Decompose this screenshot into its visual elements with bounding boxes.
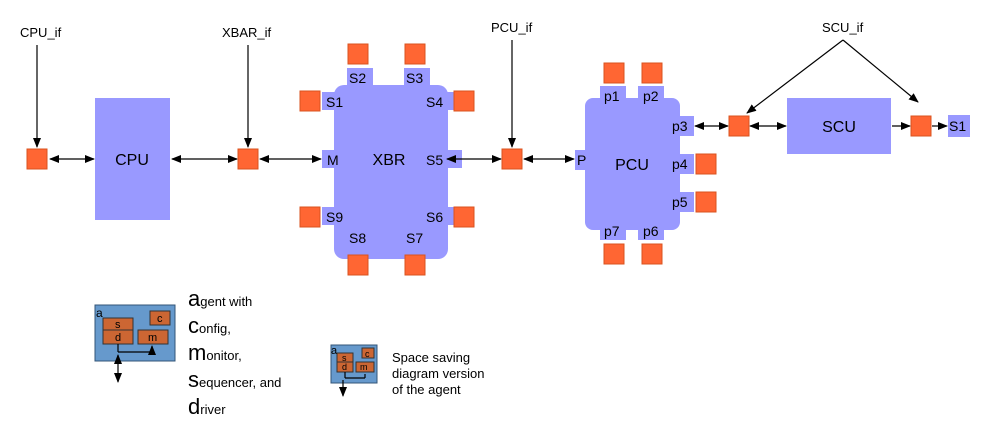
legend-rest-monitor: onitor, — [206, 348, 242, 363]
agent-icon — [728, 115, 750, 137]
legend-agent-a: a — [96, 306, 103, 320]
xbr-block — [322, 68, 462, 259]
xbr-port-s6: S6 — [426, 209, 443, 225]
legend-description: agent with config, monitor, sequencer, a… — [188, 288, 281, 423]
pcu-port-p5: p5 — [672, 194, 688, 210]
legend-note: Space saving diagram version of the agen… — [392, 350, 485, 397]
xbr-port-s1: S1 — [326, 94, 343, 110]
xbr-port-s5: S5 — [426, 152, 443, 168]
agent-icon — [453, 206, 475, 228]
agents — [26, 43, 932, 276]
agent-icon — [237, 148, 259, 170]
xbr-port-m: M — [327, 152, 339, 168]
legend-initial-s: s — [188, 367, 199, 392]
xbr-port-s8: S8 — [349, 230, 366, 246]
xbr-label: XBR — [373, 152, 406, 169]
agent-icon — [299, 206, 321, 228]
pcu-if-label: PCU_if — [491, 20, 533, 35]
scu-port-s1-box — [948, 115, 970, 137]
legend-compact-d: d — [342, 362, 347, 372]
pcu-block — [575, 86, 694, 240]
agent-icon — [347, 43, 369, 65]
legend-line-config: config, — [188, 315, 281, 342]
agent-icon — [641, 243, 663, 265]
scu-if-arrow-left — [746, 39, 844, 114]
scu-port-s1: S1 — [949, 118, 966, 134]
legend-agent-detailed: a s d c m — [94, 304, 176, 383]
cpu-label: CPU — [115, 152, 149, 169]
xbr-port-s2: S2 — [349, 70, 366, 86]
agent-icon — [603, 243, 625, 265]
xbr-port-s3: S3 — [406, 70, 423, 86]
xbar-if-label: XBAR_if — [222, 25, 272, 40]
legend-rest-sequencer: equencer, and — [199, 375, 282, 390]
agent-icon — [299, 90, 321, 112]
pcu-port-p3: p3 — [672, 118, 688, 134]
agent-icon — [347, 254, 369, 276]
pcu-label: PCU — [615, 157, 649, 174]
legend-line-driver: driver — [188, 396, 281, 423]
xbr-port-s7: S7 — [406, 230, 423, 246]
agent-icon — [695, 191, 717, 213]
legend-rest-config: onfig, — [199, 321, 231, 336]
legend-agent-s: s — [115, 319, 121, 331]
cpu-block — [95, 98, 170, 220]
pcu-port-p: P — [577, 152, 586, 168]
agent-icon — [603, 62, 625, 84]
agent-icon — [695, 153, 717, 175]
legend-agent-m: m — [148, 332, 157, 344]
pcu-port-p6: p6 — [643, 223, 659, 239]
agent-icon — [26, 148, 48, 170]
scu-label: SCU — [822, 119, 856, 136]
scu-block — [787, 98, 891, 154]
legend-rest-agent: gent with — [200, 294, 253, 309]
agent-icon — [501, 148, 523, 170]
cpu-if-label: CPU_if — [20, 25, 62, 40]
legend-initial-a: a — [188, 286, 201, 311]
legend-line-monitor: monitor, — [188, 342, 281, 369]
agent-icon — [404, 43, 426, 65]
pcu-port-p4: p4 — [672, 156, 688, 172]
legend-agent-d: d — [115, 332, 121, 344]
agent-icon — [453, 90, 475, 112]
xbr-port-s9: S9 — [326, 209, 343, 225]
legend-initial-d: d — [188, 394, 201, 419]
legend-line-sequencer: sequencer, and — [188, 369, 281, 396]
scu-if-arrow-right — [842, 39, 919, 103]
xbr-port-s4: S4 — [426, 94, 443, 110]
agent-icon — [910, 115, 932, 137]
legend-compact-a: a — [331, 345, 338, 357]
pcu-port-p7: p7 — [604, 223, 620, 239]
legend-compact-c: c — [365, 349, 370, 359]
agent-icon — [404, 254, 426, 276]
legend-initial-m: m — [188, 340, 207, 365]
agent-icon — [641, 62, 663, 84]
scu-if-label: SCU_if — [822, 20, 864, 35]
legend-rest-driver: river — [200, 402, 226, 417]
pcu-port-p2: p2 — [643, 88, 659, 104]
legend-compact-m: m — [360, 362, 368, 372]
legend-compact-s: s — [342, 353, 347, 363]
pcu-port-p1: p1 — [604, 88, 620, 104]
legend-initial-c: c — [188, 313, 199, 338]
legend-agent-compact: a s d c m — [330, 344, 378, 397]
legend-line-agent: agent with — [188, 288, 281, 315]
legend-agent-c: c — [157, 313, 163, 325]
